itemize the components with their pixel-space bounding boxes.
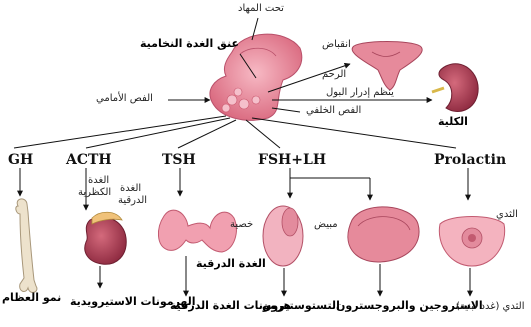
mammary-glands-label: الثدي (غدد لبنية): [456, 302, 524, 312]
kidney-icon: [432, 64, 478, 112]
urine-regulation-label: ينظم إدرار البول: [326, 88, 394, 98]
ovary-icon: [348, 207, 419, 262]
adrenal-kidney-icon: [85, 212, 126, 264]
kidney-label: الكلية: [438, 116, 468, 127]
thyroid-gland-label: الغدة الدرقية: [196, 258, 266, 269]
hormone-acth: ACTH: [66, 153, 112, 167]
uterus-label: الرحم: [322, 70, 346, 80]
testosterone-label: التستوستيرون: [262, 300, 340, 311]
testis-icon: [263, 206, 303, 266]
uterus-contraction-label: انقباض: [322, 40, 351, 50]
hormone-prolactin: Prolactin: [434, 153, 506, 167]
hypothalamus-label: تحت المهاد: [238, 4, 284, 14]
bone-icon: [16, 199, 37, 293]
thyroid-icon: [158, 210, 236, 252]
testis-label: خصية: [230, 220, 253, 230]
thyroid-label-2: الدرقية: [118, 196, 147, 206]
anterior-lobe-label: الفص الأمامي: [96, 94, 153, 104]
breast-icon: [439, 217, 504, 267]
breast-label: الثدي: [496, 210, 518, 220]
hormone-tsh: TSH: [162, 153, 196, 167]
adrenal-label-2: الكظرية: [78, 188, 111, 198]
ovary-label: مبيض: [314, 220, 338, 230]
uterus-icon: [352, 42, 422, 91]
hormone-gh: GH: [8, 153, 33, 167]
posterior-lobe-label: الفص الخلفي: [306, 106, 361, 116]
adrenal-label-1: الغدة: [88, 176, 109, 186]
bone-growth-label: نمو العظام: [2, 292, 61, 303]
thyroid-label-1: الغدة: [120, 184, 141, 194]
hormone-fsh-lh: FSH+LH: [258, 153, 326, 167]
pituitary-stalk-label: عنق الغدة النخامية: [140, 38, 239, 49]
